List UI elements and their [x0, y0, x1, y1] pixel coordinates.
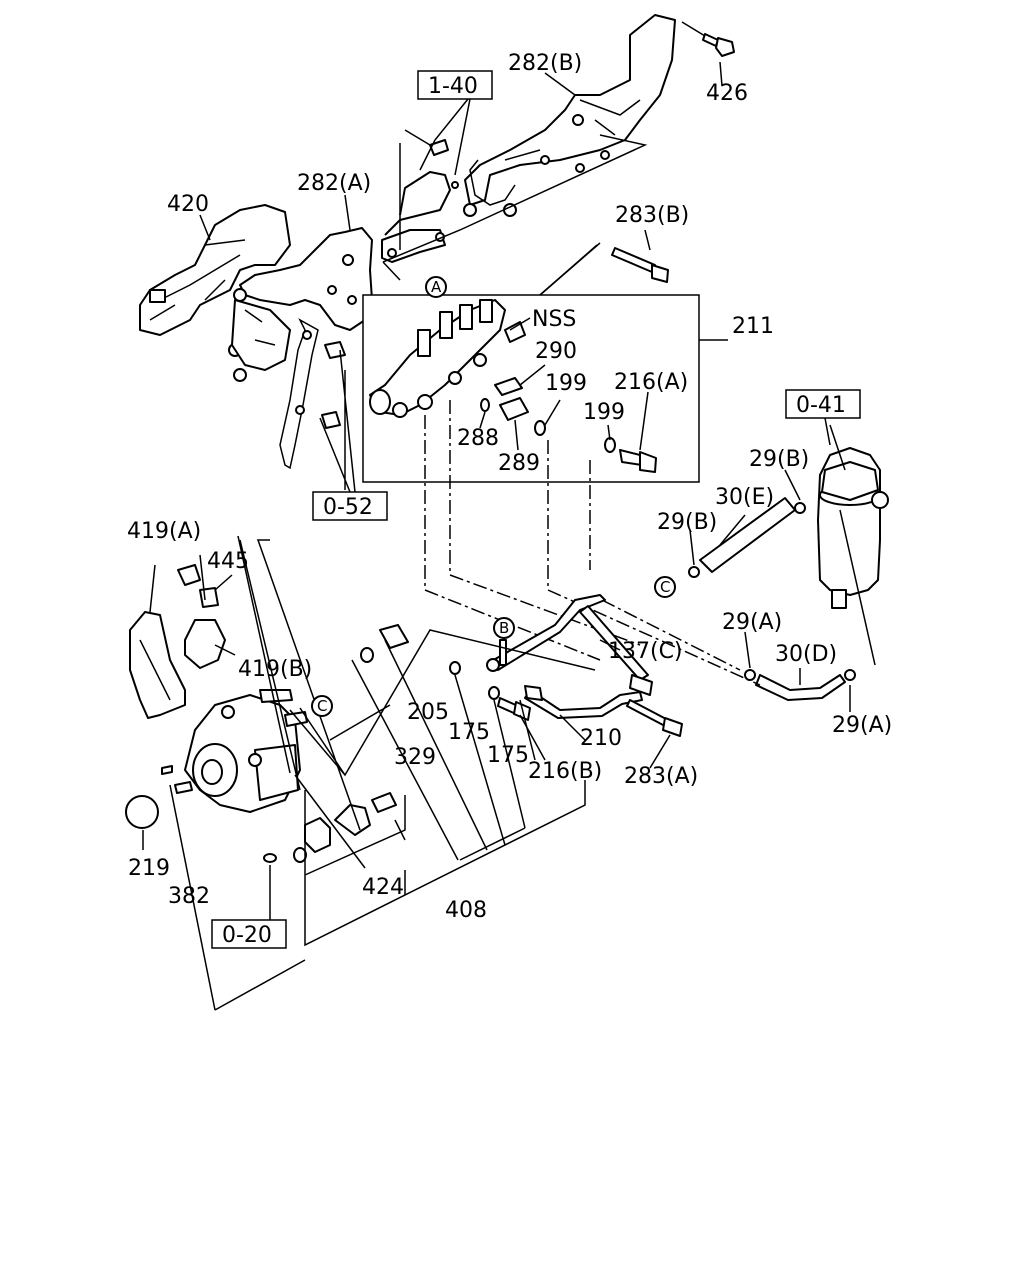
hose-30d: [755, 674, 846, 701]
common-rail: [369, 299, 506, 418]
circle-a-marker: A: [425, 276, 447, 298]
washer-199a: [534, 420, 546, 436]
clip-29a-bot: [844, 669, 856, 681]
label-419b: 419(B): [238, 657, 312, 682]
label-30e: 30(E): [715, 485, 774, 510]
label-419a: 419(A): [127, 519, 201, 544]
pipe-210: [524, 685, 643, 719]
label-424: 424: [362, 875, 404, 900]
ref-box-0-20[interactable]: 0-20: [211, 919, 287, 949]
stay-0-52: [279, 318, 346, 470]
bolt-216a: [619, 449, 657, 473]
washer-288: [480, 398, 490, 412]
label-216b: 216(B): [528, 759, 602, 784]
label-216a: 216(A): [614, 370, 688, 395]
label-nss: NSS: [532, 307, 576, 332]
bracket-282a: [228, 227, 373, 382]
label-329: 329: [394, 745, 436, 770]
washer-175b: [488, 686, 500, 700]
circle-a-text: A: [431, 278, 442, 296]
circle-c-text-right: C: [660, 578, 670, 596]
label-199-a: 199: [545, 371, 587, 396]
circle-b-text: B: [499, 619, 509, 637]
circle-c-marker-right: C: [654, 576, 676, 598]
label-219: 219: [128, 856, 170, 881]
limiter-289: [499, 397, 529, 421]
bolt-b-marker: [499, 639, 507, 666]
washer-199b: [604, 437, 616, 453]
label-408: 408: [445, 898, 487, 923]
label-29a-bot: 29(A): [832, 713, 892, 738]
label-283a: 283(A): [624, 764, 698, 789]
label-382: 382: [168, 884, 210, 909]
label-282b: 282(B): [508, 51, 582, 76]
bracket-1-40-assembly: [381, 129, 459, 263]
label-175-b: 175: [487, 743, 529, 768]
label-445: 445: [207, 549, 249, 574]
label-426: 426: [706, 81, 748, 106]
fuel-filter: [817, 447, 889, 609]
pipe-centerline: [424, 400, 761, 686]
bolt-216b: [497, 697, 531, 721]
circle-c-text-left: C: [317, 697, 327, 715]
ref-0-52[interactable]: 0-52: [323, 495, 373, 520]
ref-box-1-40[interactable]: 1-40: [417, 70, 493, 100]
label-29b-mid: 29(B): [657, 510, 717, 535]
bolt-283a: [626, 699, 683, 737]
label-29b-top: 29(B): [749, 447, 809, 472]
label-210: 210: [580, 726, 622, 751]
washer-0-20: [263, 853, 277, 863]
circle-b-marker: B: [493, 617, 515, 639]
clip-29b-mid: [688, 566, 700, 578]
ref-0-20[interactable]: 0-20: [222, 923, 272, 948]
bolt-283b: [611, 247, 669, 283]
clip-29a-top: [744, 669, 756, 681]
clip-29b-top: [794, 502, 806, 514]
pin-382: [161, 765, 173, 775]
label-288: 288: [457, 426, 499, 451]
label-175-a: 175: [448, 720, 490, 745]
valve-424: [293, 792, 397, 863]
bracket-282b: [463, 14, 676, 217]
label-289: 289: [498, 451, 540, 476]
pressure-sensor-290: [494, 321, 526, 396]
ref-0-41[interactable]: 0-41: [796, 393, 846, 418]
label-30d: 30(D): [775, 642, 837, 667]
label-420: 420: [167, 192, 209, 217]
ref-box-0-41[interactable]: 0-41: [785, 389, 861, 419]
ref-box-0-52[interactable]: 0-52: [312, 491, 388, 521]
connector-205: [379, 624, 409, 649]
leader-lines-lower: [149, 535, 596, 1011]
cover-420: [139, 204, 291, 336]
supply-pump: [174, 689, 308, 813]
ref-1-40[interactable]: 1-40: [428, 74, 478, 99]
o-ring-329: [360, 647, 374, 663]
label-199-b: 199: [583, 400, 625, 425]
o-ring-219: [125, 795, 159, 829]
label-205: 205: [407, 700, 449, 725]
label-211: 211: [732, 314, 774, 339]
label-283b: 283(B): [615, 203, 689, 228]
label-leaders: [142, 61, 851, 850]
label-290: 290: [535, 339, 577, 364]
cover-419a: [129, 611, 186, 719]
bracket-group-outline: [382, 134, 648, 281]
bolt-426: [681, 21, 735, 57]
label-282a: 282(A): [297, 171, 371, 196]
part-labels: 426 282(B) 282(A) 420 283(B) 211 NSS 290…: [127, 51, 892, 923]
washer-175a: [449, 661, 461, 675]
label-29a-top: 29(A): [722, 610, 782, 635]
cover-419b: [184, 619, 226, 669]
label-137c: 137(C): [608, 639, 683, 664]
circle-c-marker-left: C: [311, 695, 333, 717]
